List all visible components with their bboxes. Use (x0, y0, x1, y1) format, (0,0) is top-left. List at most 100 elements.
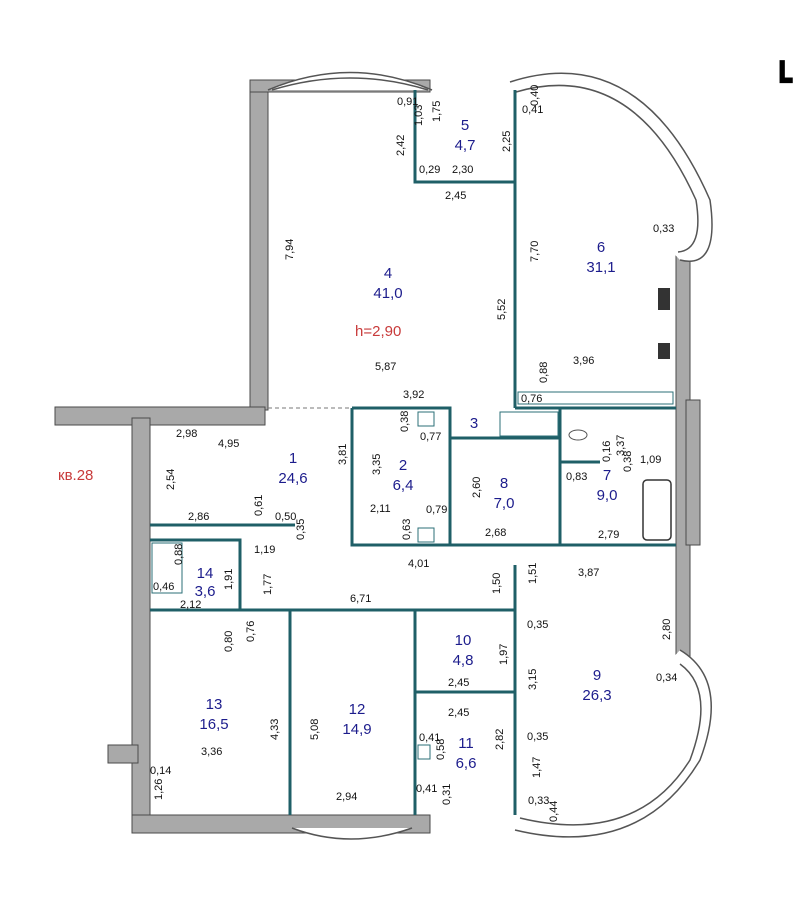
dimension-labels: 0,91 1,75 1,03 2,42 0,40 0,41 2,25 0,29 … (150, 85, 677, 822)
dim-label: 2,82 (494, 729, 506, 750)
dim-label: 0,38 (399, 411, 411, 432)
room-12-area: 14,9 (342, 721, 371, 738)
dim-label: 0,50 (275, 511, 296, 523)
dim-label: 0,46 (153, 581, 174, 593)
dim-label: 0,35 (295, 519, 307, 540)
dim-label: 2,42 (395, 135, 407, 156)
room-6-area: 31,1 (586, 259, 615, 276)
dim-label: 1,91 (223, 569, 235, 590)
tile-shaft-11 (417, 744, 431, 760)
dim-label: 0,44 (548, 801, 560, 822)
washbasin-icon (568, 429, 588, 441)
bay-windows (267, 71, 713, 840)
dim-label: 1,97 (498, 644, 510, 665)
bay-window-lower-right-inner (519, 663, 702, 826)
dim-label: 0,61 (253, 495, 265, 516)
room-labels: 1 24,6 2 6,4 3 4 41,0 5 4,7 6 31,1 7 9,0… (195, 117, 618, 772)
dim-label: 0,76 (521, 393, 542, 405)
dim-label: 0,33 (653, 223, 674, 235)
dim-label: 0,35 (527, 619, 548, 631)
dim-label: 7,94 (284, 239, 296, 260)
dim-label: 2,68 (485, 527, 506, 539)
dim-label: 3,96 (573, 355, 594, 367)
room-3-number: 3 (470, 415, 478, 432)
room-10-number: 10 (455, 632, 472, 649)
dim-label: 2,45 (448, 677, 469, 689)
dim-label: 3,81 (337, 444, 349, 465)
dim-label: 3,15 (527, 669, 539, 690)
dim-label: 1,50 (491, 573, 503, 594)
room-13-number: 13 (206, 696, 223, 713)
tile-shaft-2 (417, 411, 435, 427)
dim-label: 0,34 (656, 672, 677, 684)
dim-label: 0,31 (441, 784, 453, 805)
room-13-area: 16,5 (199, 716, 228, 733)
room-11-area: 6,6 (456, 755, 477, 772)
tile-strip-kitchen (517, 391, 674, 405)
dim-label: 0,33 (528, 795, 549, 807)
dim-label: 1,03 (413, 105, 425, 126)
dim-label: 3,87 (578, 567, 599, 579)
tiled-areas (151, 288, 674, 760)
bay-window-bottom (291, 827, 413, 840)
corner-mark: ┗ (772, 59, 793, 100)
dim-label: 2,60 (471, 477, 483, 498)
dim-label: 3,36 (201, 746, 222, 758)
wall-room-7 (558, 408, 676, 547)
dim-label: 1,26 (153, 779, 165, 800)
sink-icon (658, 343, 670, 359)
dim-label: 2,11 (370, 503, 391, 515)
room-2-number: 2 (399, 457, 407, 474)
bay-window-upper-right-inner (515, 84, 699, 253)
dim-label: 2,94 (336, 791, 357, 803)
dim-label: 5,08 (309, 719, 321, 740)
tile-block-14 (151, 542, 183, 594)
wall-segment (249, 79, 269, 411)
room-10-area: 4,8 (453, 652, 474, 669)
room-7-area: 9,0 (597, 487, 618, 504)
dim-label: 0,88 (538, 362, 550, 383)
dim-label: 1,75 (431, 101, 443, 122)
room-1-area: 24,6 (278, 470, 307, 487)
dim-label: 0,41 (522, 104, 543, 116)
dim-label: 5,87 (375, 361, 396, 373)
room-8-number: 8 (500, 475, 508, 492)
dim-label: 0,29 (419, 164, 440, 176)
room-11-number: 11 (458, 735, 474, 752)
dim-label: 2,98 (176, 428, 197, 440)
room-12-number: 12 (349, 701, 366, 718)
wall-segment (107, 744, 139, 764)
dim-label: 0,83 (566, 471, 587, 483)
dim-label: 0,58 (435, 739, 447, 760)
dim-label: 1,09 (640, 454, 661, 466)
dim-label: 0,88 (173, 544, 185, 565)
stove-icon (658, 288, 670, 310)
dim-label: 0,91 (397, 96, 418, 108)
dim-label: 0,79 (426, 504, 447, 516)
dim-label: 0,63 (401, 519, 413, 540)
dim-label: 0,76 (245, 621, 257, 642)
bathtub-icon (642, 479, 672, 541)
room-4-area: 41,0 (373, 285, 402, 302)
dim-label: 1,51 (527, 563, 539, 584)
dim-label: 3,37 (615, 435, 627, 456)
room-5-number: 5 (461, 117, 469, 134)
dim-label: 1,77 (262, 574, 274, 595)
room-2-area: 6,4 (393, 477, 414, 494)
bay-window-top-inner (271, 77, 429, 91)
room-1-number: 1 (289, 450, 297, 467)
room-5-area: 4,7 (455, 137, 476, 154)
dim-label: 2,45 (445, 190, 466, 202)
dim-label: 2,45 (448, 707, 469, 719)
room-8-area: 7,0 (494, 495, 515, 512)
dim-label: 1,19 (254, 544, 275, 556)
room-9-area: 26,3 (582, 687, 611, 704)
interior-walls (150, 90, 676, 815)
dim-label: 2,86 (188, 511, 209, 523)
dim-label: 2,54 (165, 469, 177, 490)
dim-label: 0,14 (150, 765, 171, 777)
dim-label: 2,30 (452, 164, 473, 176)
dim-label: 0,35 (527, 731, 548, 743)
room-6-number: 6 (597, 239, 605, 256)
